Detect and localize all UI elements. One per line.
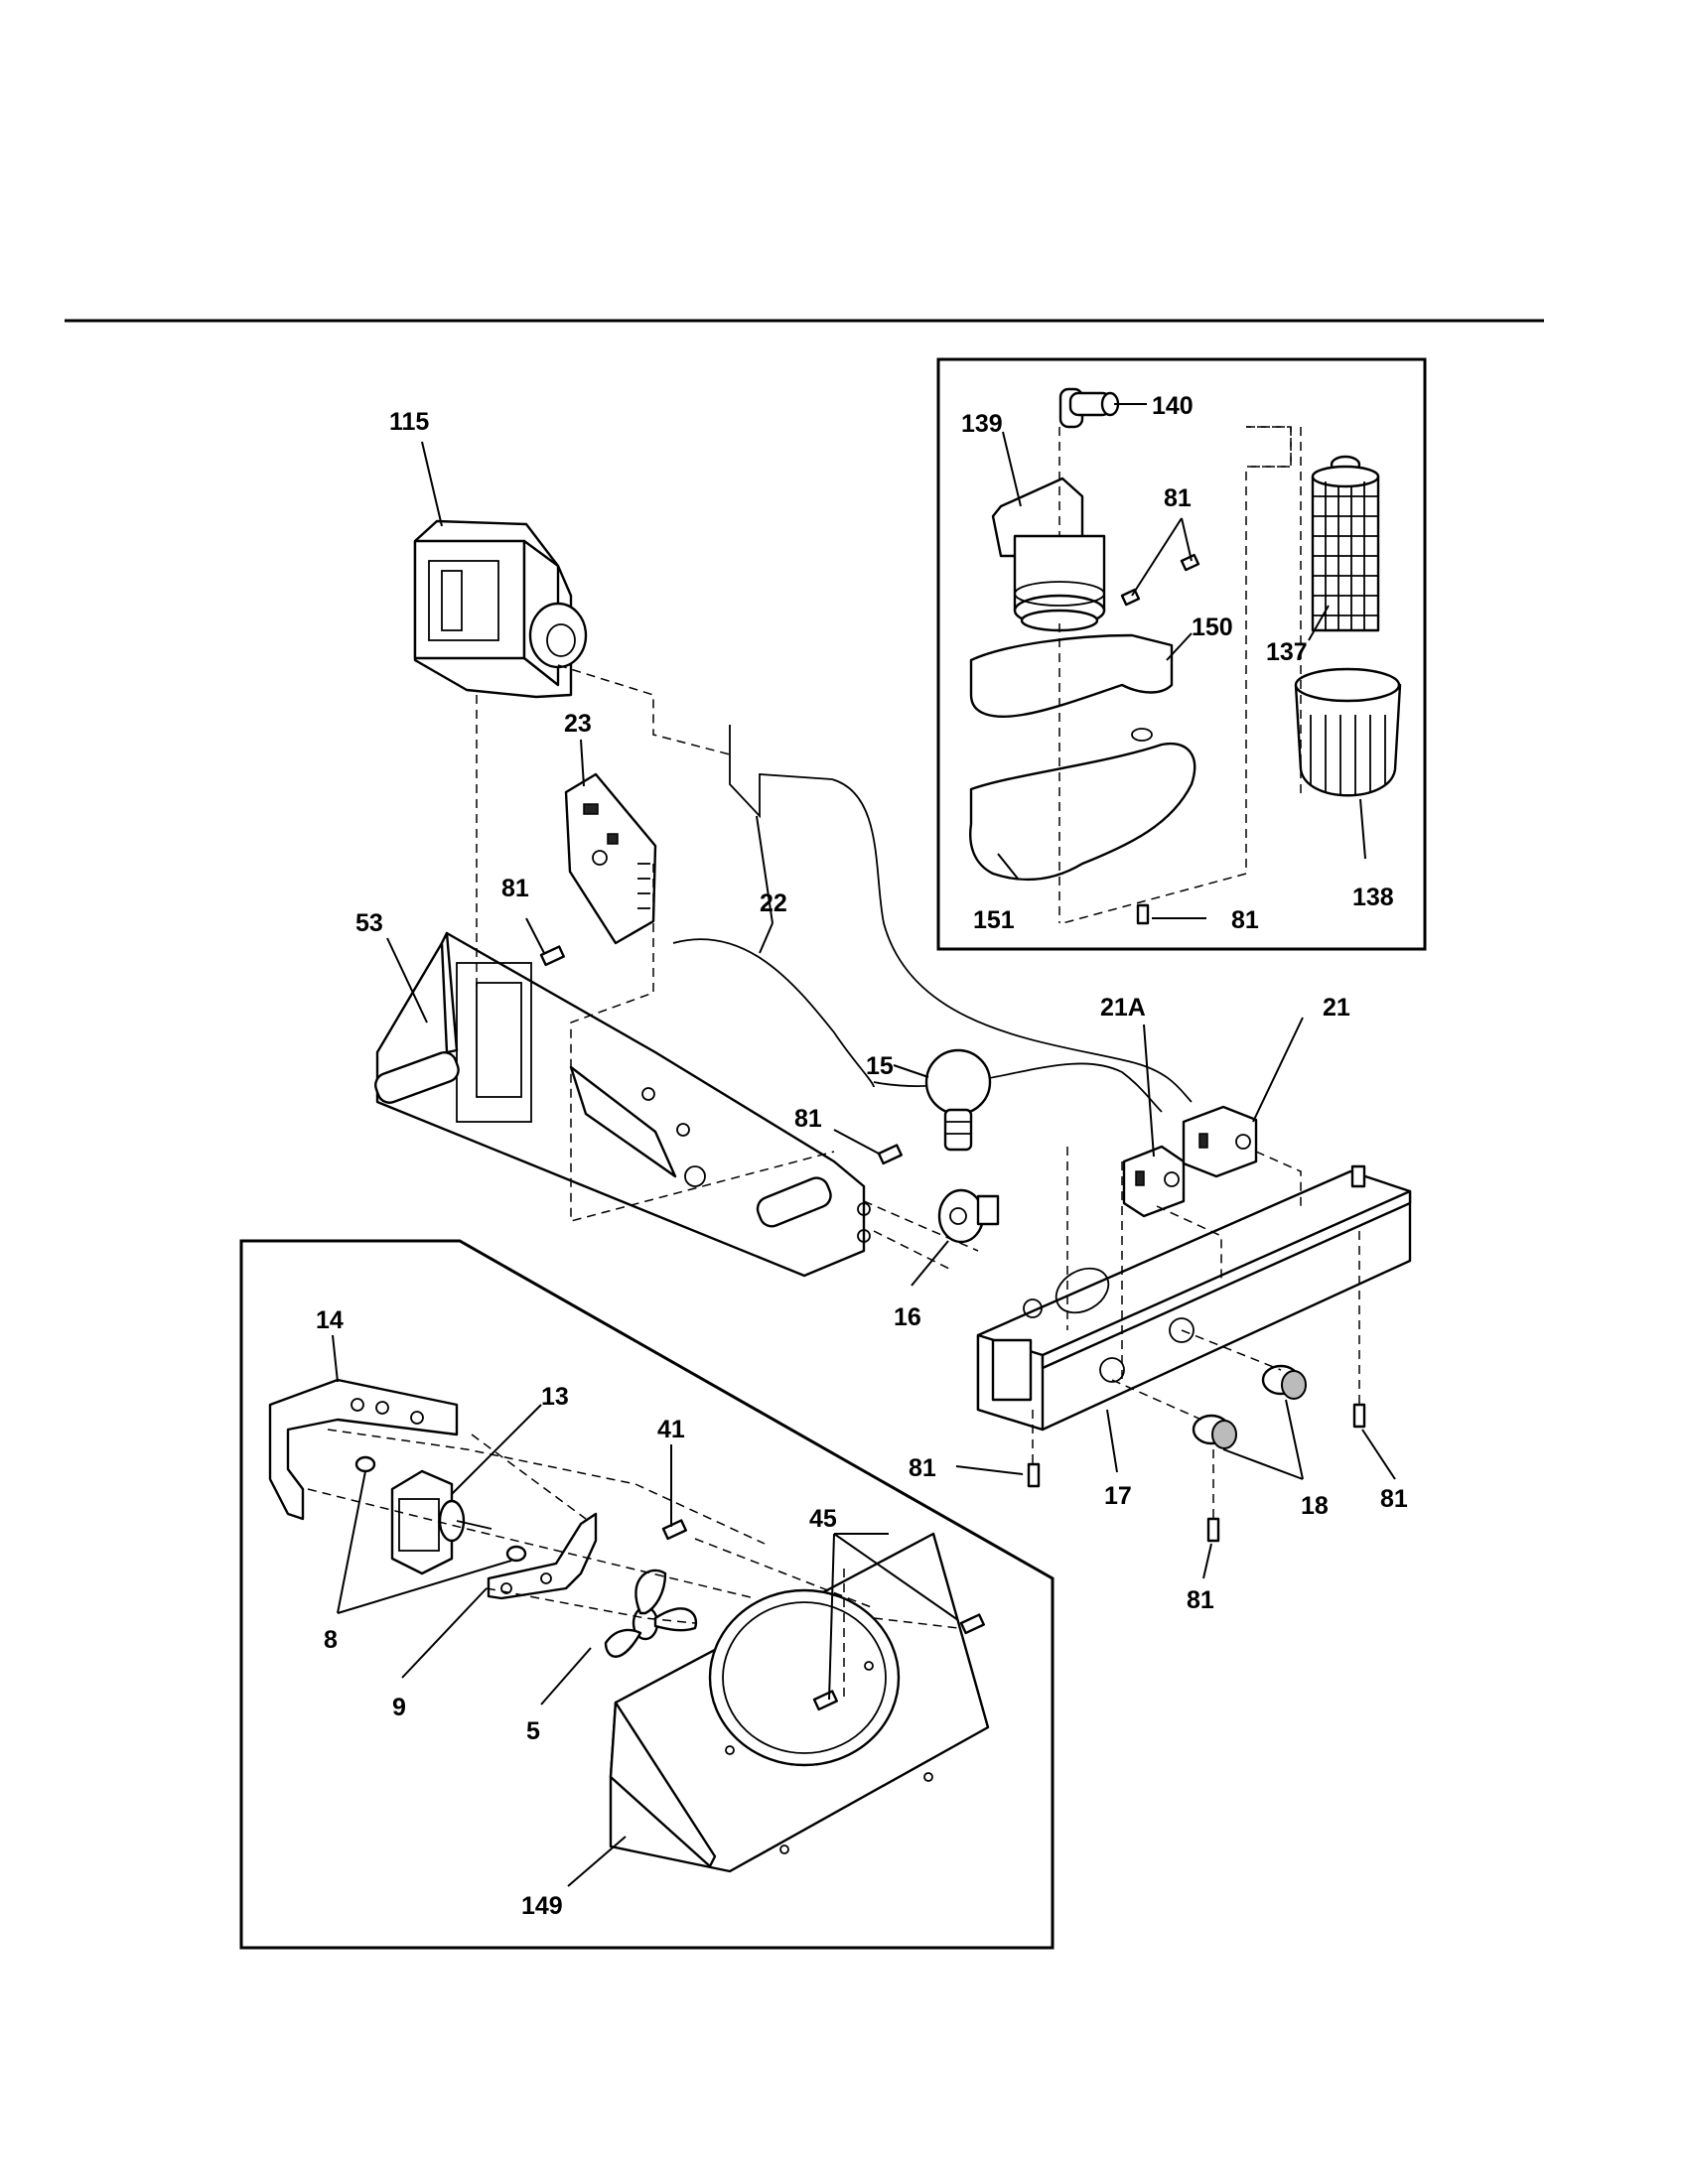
part-138-filter-bowl xyxy=(1294,667,1402,797)
part-16-socket xyxy=(937,1188,1000,1244)
label-53: 53 xyxy=(355,909,383,937)
label-138: 138 xyxy=(1352,884,1394,911)
part-labels: 115 23 81 53 22 139 140 81 150 137 151 8… xyxy=(316,392,1408,1920)
label-81-b: 81 xyxy=(1164,484,1192,512)
label-151: 151 xyxy=(973,906,1015,934)
label-81-d: 81 xyxy=(794,1105,822,1133)
label-14: 14 xyxy=(316,1306,344,1334)
part-23-control-board xyxy=(564,772,657,945)
part-14-bracket xyxy=(268,1378,459,1521)
label-17: 17 xyxy=(1104,1482,1132,1510)
leader-lines xyxy=(332,403,1396,1887)
part-9-bracket xyxy=(487,1512,598,1600)
screws-81-main xyxy=(539,945,1366,1543)
part-13-fan-motor xyxy=(390,1469,492,1575)
label-137: 137 xyxy=(1266,638,1308,666)
label-81-e: 81 xyxy=(909,1454,936,1482)
label-8: 8 xyxy=(324,1626,338,1654)
label-81-a: 81 xyxy=(501,875,529,902)
part-150-upper-shroud xyxy=(969,633,1174,718)
part-5-fan-blade xyxy=(604,1569,698,1658)
part-21a-switch xyxy=(1122,1145,1186,1218)
label-139: 139 xyxy=(961,410,1003,438)
part-149-fan-shroud xyxy=(609,1532,990,1873)
label-150: 150 xyxy=(1192,614,1233,641)
part-137-filter-cartridge xyxy=(1311,455,1380,632)
label-16: 16 xyxy=(894,1303,921,1331)
screws-fan-inset xyxy=(661,1519,985,1711)
part-151-lower-shroud xyxy=(969,728,1196,882)
label-15: 15 xyxy=(866,1052,894,1080)
label-22: 22 xyxy=(760,889,787,917)
part-15-bulb xyxy=(924,1048,992,1152)
fan-assembly-inset-frame xyxy=(239,1239,1055,1950)
screws-81-inset xyxy=(1120,553,1200,925)
label-115: 115 xyxy=(389,408,429,436)
part-139-filter-head xyxy=(991,477,1106,632)
part-17-channel xyxy=(976,1164,1412,1432)
part-115-housing xyxy=(413,519,588,699)
label-21: 21 xyxy=(1323,994,1350,1022)
part-53-bracket xyxy=(374,931,871,1278)
alignment-lines xyxy=(307,426,1360,1698)
label-23: 23 xyxy=(564,710,592,738)
label-149: 149 xyxy=(521,1892,563,1920)
label-21a: 21A xyxy=(1100,994,1146,1022)
part-22-wire xyxy=(672,725,1193,1113)
label-81-g: 81 xyxy=(1380,1485,1408,1513)
label-140: 140 xyxy=(1152,392,1194,420)
label-9: 9 xyxy=(392,1694,406,1721)
label-81-c: 81 xyxy=(1231,906,1259,934)
label-18: 18 xyxy=(1301,1492,1329,1520)
water-filter-inset-frame xyxy=(936,357,1427,951)
label-45: 45 xyxy=(809,1505,837,1533)
label-81-f: 81 xyxy=(1187,1586,1214,1614)
label-5: 5 xyxy=(526,1717,540,1745)
part-140-elbow-fitting xyxy=(1058,387,1120,429)
part-18-knobs xyxy=(1192,1364,1307,1449)
label-41: 41 xyxy=(657,1416,685,1443)
part-21-switch xyxy=(1182,1105,1258,1178)
label-13: 13 xyxy=(541,1383,569,1411)
